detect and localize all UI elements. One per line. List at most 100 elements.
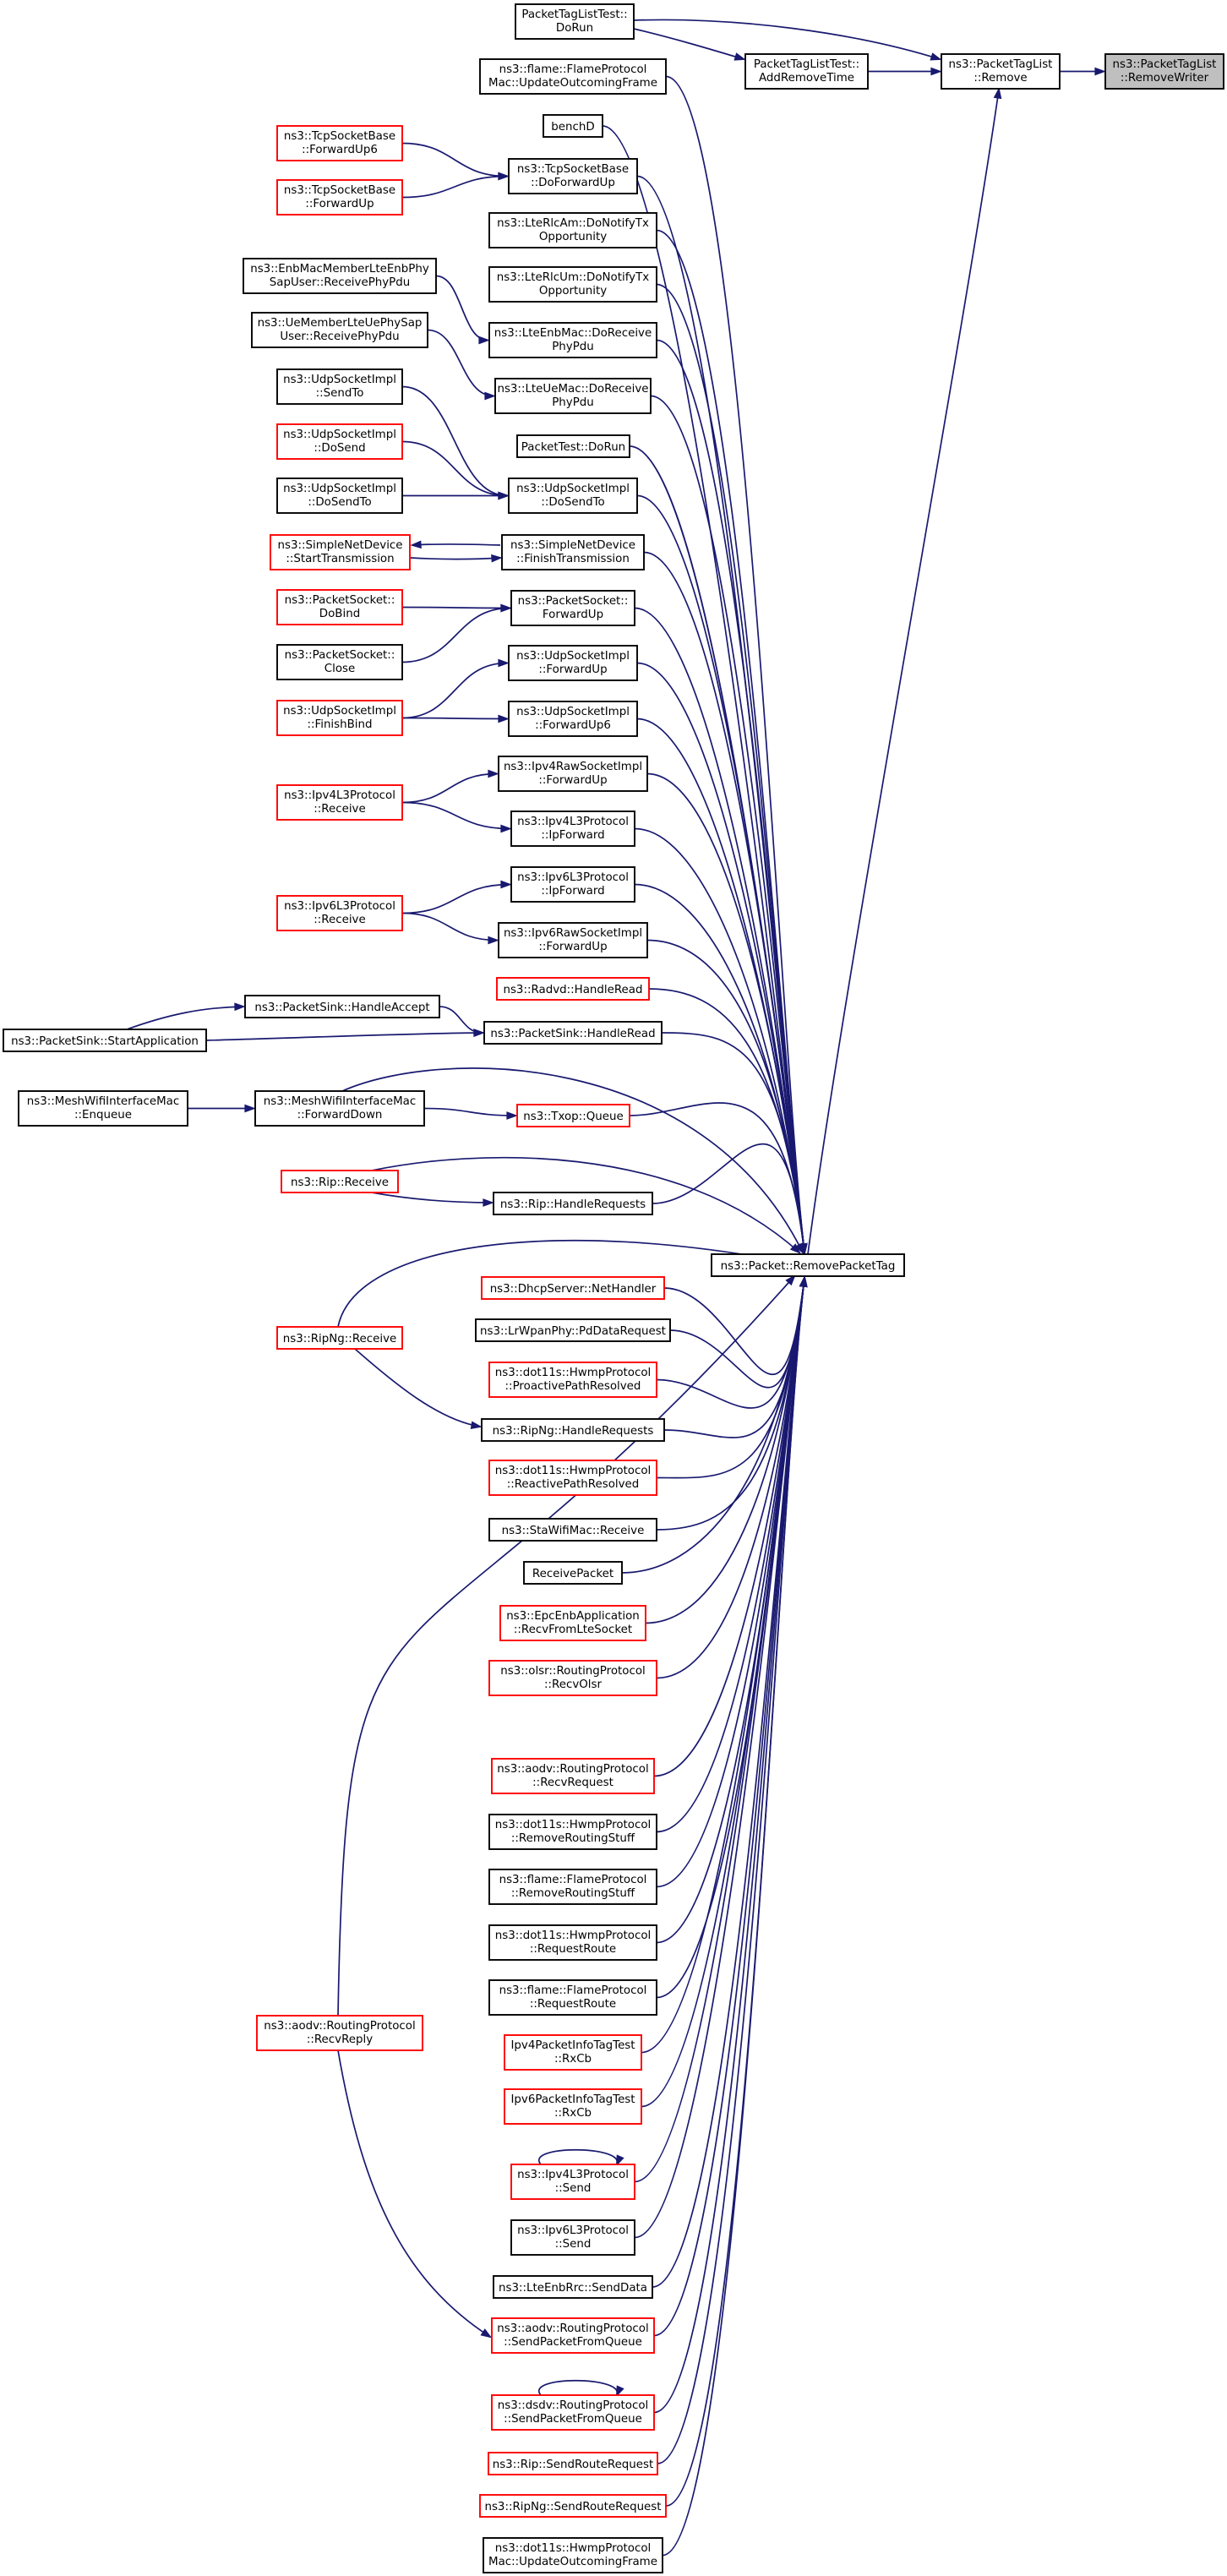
- node-udp-sendto[interactable]: ns3::UdpSocketImpl::SendTo: [276, 368, 403, 405]
- node-flame-uof[interactable]: ns3::flame::FlameProtocolMac::UpdateOutc…: [479, 58, 667, 95]
- node-udp-dosendto-l[interactable]: ns3::UdpSocketImpl::DoSendTo: [276, 478, 403, 514]
- node-ps-close[interactable]: ns3::PacketSocket::Close: [276, 644, 403, 680]
- node-ipv6l3-send[interactable]: ns3::Ipv6L3Protocol::Send: [510, 2219, 635, 2256]
- node-olsr-recv[interactable]: ns3::olsr::RoutingProtocol::RecvOlsr: [488, 1660, 657, 1696]
- node-hwmp-rr[interactable]: ns3::dot11s::HwmpProtocol::RequestRoute: [488, 1924, 657, 1961]
- node-tcp-fu6[interactable]: ns3::TcpSocketBase::ForwardUp6: [276, 125, 403, 161]
- node-tcp-fu[interactable]: ns3::TcpSocketBase::ForwardUp: [276, 179, 403, 216]
- node-label: ns3::TcpSocketBase: [517, 163, 629, 176]
- node-txop-queue[interactable]: ns3::Txop::Queue: [516, 1104, 630, 1127]
- edge-arrowhead: [488, 769, 499, 778]
- node-box: [504, 2088, 642, 2125]
- node-udp-forwardup6[interactable]: ns3::UdpSocketImpl::ForwardUp6: [508, 701, 638, 737]
- node-dsdv-spfq[interactable]: ns3::dsdv::RoutingProtocol::SendPacketFr…: [491, 2394, 655, 2431]
- node-aodv-rreply[interactable]: ns3::aodv::RoutingProtocol::RecvReply: [256, 2015, 423, 2051]
- node-label: ns3::TcpSocketBase: [284, 130, 395, 143]
- edge-ptlt-addRemove-to-ptl-remove: [868, 67, 942, 76]
- node-packet-rpt[interactable]: ns3::Packet::RemovePacketTag: [711, 1253, 905, 1277]
- node-ipv4l3-ipforward[interactable]: ns3::Ipv4L3Protocol::IpForward: [510, 810, 635, 847]
- node-box: [276, 644, 403, 680]
- node-flame-rrs[interactable]: ns3::flame::FlameProtocol::RemoveRouting…: [488, 1869, 657, 1905]
- node-receivepacket[interactable]: ReceivePacket: [523, 1561, 623, 1585]
- node-ptlt-addRemove[interactable]: PacketTagListTest::AddRemoveTime: [744, 53, 869, 90]
- node-udp-forwardup[interactable]: ns3::UdpSocketImpl::ForwardUp: [508, 645, 638, 681]
- node-hwmp-ppr[interactable]: ns3::dot11s::HwmpProtocol::ProactivePath…: [488, 1362, 657, 1398]
- node-ipv6l3-receive[interactable]: ns3::Ipv6L3Protocol::Receive: [276, 895, 403, 931]
- node-udp-dosendto[interactable]: ns3::UdpSocketImpl::DoSendTo: [508, 478, 638, 514]
- node-udp-finishbind[interactable]: ns3::UdpSocketImpl::FinishBind: [276, 700, 403, 736]
- node-box: [18, 1090, 188, 1127]
- node-mesh-enqueue[interactable]: ns3::MeshWifiInterfaceMac::Enqueue: [18, 1090, 188, 1127]
- node-rip-hreq[interactable]: ns3::Rip::HandleRequests: [493, 1192, 653, 1215]
- node-box: [510, 590, 635, 626]
- node-label: ns3::RipNg::HandleRequests: [493, 1425, 654, 1438]
- node-rip-receive[interactable]: ns3::Rip::Receive: [281, 1170, 399, 1193]
- node-box: [483, 1021, 663, 1045]
- node-ipv6raw-fu[interactable]: ns3::Ipv6RawSocketImpl::ForwardUp: [498, 922, 648, 958]
- node-label: ::Send: [555, 2238, 592, 2251]
- node-ipv4pit-rxcb[interactable]: Ipv4PacketInfoTagTest::RxCb: [504, 2034, 642, 2071]
- node-hwmp-rpr[interactable]: ns3::dot11s::HwmpProtocol::ReactivePathR…: [488, 1460, 657, 1496]
- node-mesh-forwarddown[interactable]: ns3::MeshWifiInterfaceMac::ForwardDown: [254, 1090, 425, 1127]
- node-uemember[interactable]: ns3::UeMemberLteUePhySapUser::ReceivePhy…: [251, 312, 428, 348]
- edge-line: [643, 551, 805, 1253]
- node-packetsink-sa[interactable]: ns3::PacketSink::StartApplication: [3, 1029, 207, 1052]
- edge-enbmacmember-to-lteenbmac-drpp: [435, 275, 490, 345]
- node-ipv4l3-send[interactable]: ns3::Ipv4L3Protocol::Send: [510, 2164, 635, 2200]
- edge-arrowhead: [410, 540, 422, 549]
- node-ipv4l3-receive[interactable]: ns3::Ipv4L3Protocol::Receive: [276, 784, 403, 821]
- node-box: [243, 258, 437, 294]
- node-lrwpan-pddr[interactable]: ns3::LrWpanPhy::PdDataRequest: [475, 1318, 671, 1342]
- node-box: [516, 1104, 630, 1127]
- node-ps-forwardup[interactable]: ns3::PacketSocket::ForwardUp: [510, 590, 635, 626]
- node-box: [508, 158, 638, 194]
- node-snd-starttx[interactable]: ns3::SimpleNetDevice::StartTransmission: [270, 534, 411, 570]
- edge-snd-finishtx-to-snd-starttx: [410, 540, 501, 549]
- node-ripng-hreq[interactable]: ns3::RipNg::HandleRequests: [481, 1418, 665, 1442]
- node-label: ::RequestRoute: [530, 1943, 616, 1956]
- node-box: [276, 1326, 403, 1350]
- node-ripng-srr[interactable]: ns3::RipNg::SendRouteRequest: [479, 2494, 667, 2518]
- node-box: [483, 2537, 663, 2573]
- node-aodv-rreq[interactable]: ns3::aodv::RoutingProtocol::RecvRequest: [491, 1758, 655, 1794]
- node-tcp-dfu[interactable]: ns3::TcpSocketBase::DoForwardUp: [508, 158, 638, 194]
- node-hwmp-uof[interactable]: ns3::dot11s::HwmpProtocolMac::UpdateOutc…: [483, 2537, 663, 2573]
- node-benchD[interactable]: benchD: [543, 114, 603, 138]
- edge-line: [634, 1277, 805, 2239]
- edge-ipv4l3-receive-to-ipv4l3-ipforward: [401, 801, 512, 833]
- node-label: ns3::Ipv4L3Protocol: [517, 816, 629, 828]
- node-dhcp-nh[interactable]: ns3::DhcpServer::NetHandler: [481, 1276, 665, 1300]
- node-radvd-hr[interactable]: ns3::Radvd::HandleRead: [496, 977, 650, 1001]
- node-ptl-remove[interactable]: ns3::PacketTagList::Remove: [941, 53, 1061, 90]
- node-packetsink-ha[interactable]: ns3::PacketSink::HandleAccept: [244, 995, 440, 1018]
- node-packetsink-hr[interactable]: ns3::PacketSink::HandleRead: [483, 1021, 663, 1045]
- node-ptlt-doRun[interactable]: PacketTagListTest::DoRun: [515, 3, 635, 40]
- node-udp-dosend[interactable]: ns3::UdpSocketImpl::DoSend: [276, 423, 403, 460]
- node-hwmp-rrs[interactable]: ns3::dot11s::HwmpProtocol::RemoveRouting…: [488, 1814, 657, 1850]
- node-ps-dobind[interactable]: ns3::PacketSocket::DoBind: [276, 589, 403, 625]
- node-aodv-spfq[interactable]: ns3::aodv::RoutingProtocol::SendPacketFr…: [491, 2317, 655, 2354]
- node-label: ns3::UdpSocketImpl: [516, 650, 630, 663]
- node-label: ::StartTransmission: [286, 553, 394, 565]
- node-epc-rfls[interactable]: ns3::EpcEnbApplication::RecvFromLteSocke…: [499, 1605, 646, 1641]
- node-ipv6pit-rxcb[interactable]: Ipv6PacketInfoTagTest::RxCb: [504, 2088, 642, 2125]
- node-stawifi-receive[interactable]: ns3::StaWifiMac::Receive: [488, 1518, 657, 1542]
- node-flame-rr[interactable]: ns3::flame::FlameProtocol::RequestRoute: [488, 1979, 657, 2016]
- node-ipv4raw-fu[interactable]: ns3::Ipv4RawSocketImpl::ForwardUp: [498, 756, 648, 792]
- edge-line: [662, 1277, 805, 2557]
- node-snd-finishtx[interactable]: ns3::SimpleNetDevice::FinishTransmission: [501, 534, 645, 570]
- edge-arrowhead: [799, 1275, 808, 1288]
- edge-arrowhead: [478, 336, 490, 345]
- node-enbmacmember[interactable]: ns3::EnbMacMemberLteEnbPhySapUser::Recei…: [243, 258, 437, 294]
- node-ipv6l3-ipforward[interactable]: ns3::Ipv6L3Protocol::IpForward: [510, 866, 635, 903]
- node-lteenbrrc-sd[interactable]: ns3::LteEnbRrc::SendData: [493, 2275, 653, 2299]
- node-rip-srr[interactable]: ns3::Rip::SendRouteRequest: [488, 2452, 658, 2475]
- node-ripng-receive[interactable]: ns3::RipNg::Receive: [276, 1326, 403, 1350]
- node-label: ns3::olsr::RoutingProtocol: [500, 1665, 646, 1678]
- node-packettest-dorun[interactable]: PacketTest::DoRun: [516, 434, 630, 458]
